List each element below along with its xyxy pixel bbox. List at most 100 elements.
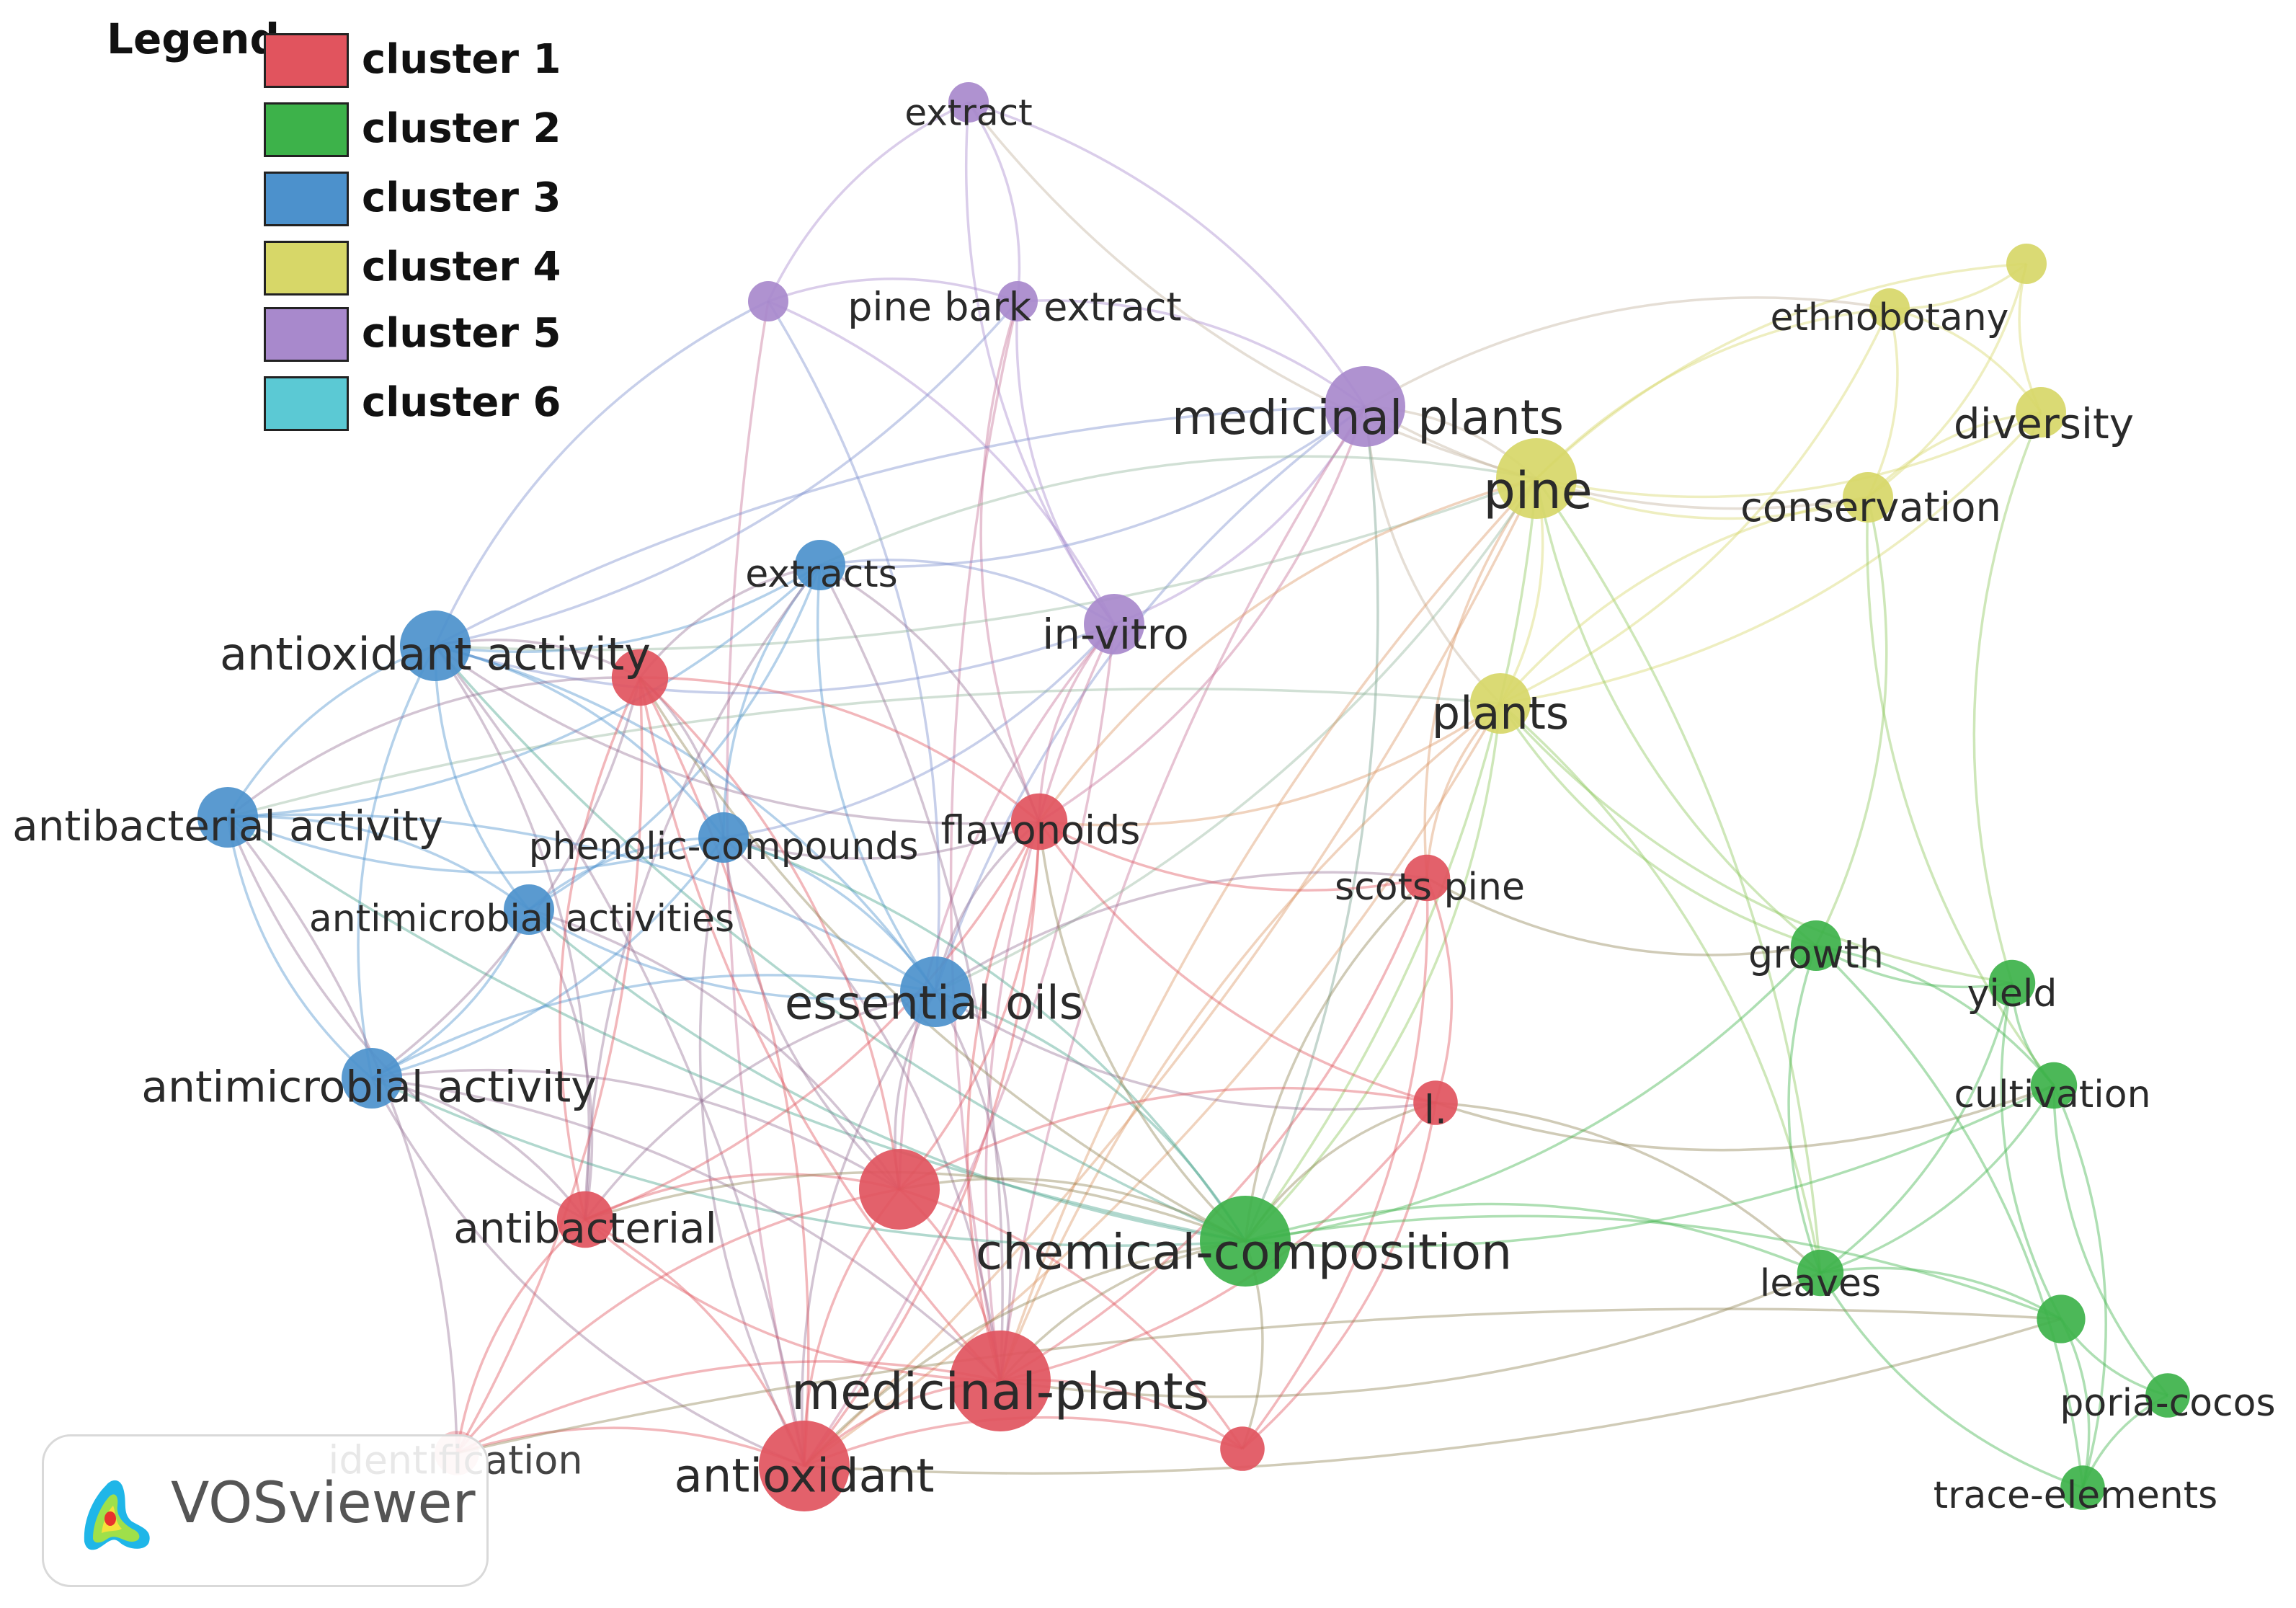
node-antioxidant[interactable]	[759, 1421, 850, 1511]
node-antibacterial[interactable]	[556, 1191, 614, 1248]
node-essential-oils[interactable]	[900, 956, 971, 1027]
network-link	[819, 564, 1041, 822]
node-ethnobotany[interactable]	[1869, 288, 1910, 329]
vosviewer-logo-icon	[84, 1480, 150, 1550]
node-label-pine: pine	[1483, 461, 1592, 520]
network-link	[434, 644, 1040, 825]
node-label-extract: extract	[904, 92, 1032, 134]
vosviewer-watermark: VOSviewer	[42, 1434, 489, 1587]
network-link	[456, 1360, 1001, 1454]
node-growth[interactable]	[1791, 920, 1841, 971]
network-link	[1423, 477, 1538, 879]
node-cultivation[interactable]	[2030, 1062, 2078, 1109]
network-link	[227, 815, 530, 911]
network-link	[898, 821, 1041, 1191]
node-extracts[interactable]	[795, 540, 845, 590]
network-link	[1536, 411, 2042, 499]
node-label-poria-cocos: poria-cocos	[2060, 1382, 2275, 1425]
network-link	[999, 702, 1502, 1382]
node-label-flavonoids: flavonoids	[941, 808, 1141, 853]
network-link	[638, 677, 1002, 1382]
node-trace-elements[interactable]	[2060, 1465, 2105, 1510]
network-link	[803, 1240, 1246, 1467]
network-link	[1000, 877, 1428, 1382]
legend-swatch	[264, 307, 349, 362]
node-flavonoids[interactable]	[1010, 793, 1068, 850]
network-link	[934, 991, 1012, 1382]
legend-label: cluster 5	[362, 310, 561, 357]
network-link	[435, 405, 1366, 647]
network-link	[227, 564, 822, 819]
network-link	[1426, 876, 1817, 956]
node-pine[interactable]	[1496, 438, 1577, 519]
network-link	[1499, 702, 1822, 1274]
network-link	[979, 301, 1041, 822]
node-cluster1-node-a[interactable]	[611, 649, 669, 706]
node-label-yield: yield	[1967, 972, 2057, 1016]
network-link	[371, 1077, 1246, 1247]
legend-swatch	[264, 172, 349, 226]
network-link	[435, 623, 1115, 695]
network-links	[226, 101, 2169, 1489]
node-leaves[interactable]	[1797, 1249, 1844, 1297]
network-link	[803, 821, 1041, 1467]
node-cluster1-node-b[interactable]	[859, 1149, 940, 1230]
node-pine-bark-node[interactable]	[748, 281, 788, 321]
node-label-antioxidant: antioxidant	[675, 1450, 935, 1503]
network-link	[1499, 496, 1869, 705]
network-link	[455, 677, 644, 1454]
node-chemical-composition[interactable]	[1200, 1196, 1291, 1287]
network-link	[967, 101, 1537, 480]
network-link	[898, 623, 1116, 1190]
network-link	[227, 816, 724, 874]
network-link	[371, 1068, 900, 1191]
node-extract[interactable]	[948, 82, 989, 123]
network-link	[528, 909, 594, 1220]
node-label-essential-oils: essential oils	[785, 977, 1083, 1031]
legend-swatch	[264, 102, 349, 157]
network-link	[723, 820, 1040, 860]
network-link	[435, 644, 937, 993]
node-pine-bark-extract[interactable]	[997, 281, 1038, 321]
network-link	[964, 102, 1116, 626]
node-antioxidant-activity[interactable]	[400, 610, 471, 681]
network-link	[639, 676, 1041, 823]
network-link	[456, 1307, 2062, 1454]
network-link	[949, 301, 1019, 1382]
network-link	[1535, 477, 1822, 1274]
node-antimicrobial-activities[interactable]	[504, 884, 554, 935]
node-medicinal-plants[interactable]	[950, 1331, 1051, 1431]
watermark-text: VOSviewer	[171, 1471, 476, 1536]
network-link	[528, 908, 901, 1190]
node-l[interactable]	[1413, 1080, 1458, 1125]
node-phenolic-compounds[interactable]	[698, 812, 749, 863]
network-link	[435, 300, 1019, 647]
node-label-medicinal-plants: medicinal plants	[1172, 390, 1564, 445]
network-link	[227, 816, 1246, 1243]
node-cluster2-node-a[interactable]	[2037, 1294, 2086, 1343]
network-link	[1499, 702, 2013, 985]
network-link	[968, 101, 1366, 407]
node-label-chemical-composition: chemical-composition	[976, 1225, 1513, 1281]
node-conservation[interactable]	[1843, 472, 1893, 523]
network-link	[1866, 263, 2028, 499]
network-link	[638, 677, 810, 1467]
node-yield[interactable]	[1988, 959, 2036, 1007]
network-link	[1017, 299, 1366, 408]
network-link	[767, 301, 940, 992]
node-label-ethnobotany: ethnobotany	[1771, 296, 2009, 339]
node-ethnobotany-top[interactable]	[2006, 244, 2047, 284]
node-medicinal-plants[interactable]	[1325, 366, 1405, 447]
node-antibacterial-activity[interactable]	[197, 787, 258, 848]
node-plants[interactable]	[1470, 673, 1531, 734]
node-diversity[interactable]	[2016, 387, 2066, 437]
node-antimicrobial-activity[interactable]	[342, 1048, 402, 1109]
network-link	[371, 836, 725, 1080]
node-in-vitro[interactable]	[1084, 594, 1144, 654]
node-poria-cocos[interactable]	[2145, 1373, 2190, 1418]
network-link	[435, 477, 1537, 652]
node-cluster1-node-c[interactable]	[1220, 1426, 1265, 1471]
node-scots-pine[interactable]	[1403, 854, 1451, 902]
network-link	[1500, 411, 2042, 705]
network-link	[935, 478, 1538, 993]
